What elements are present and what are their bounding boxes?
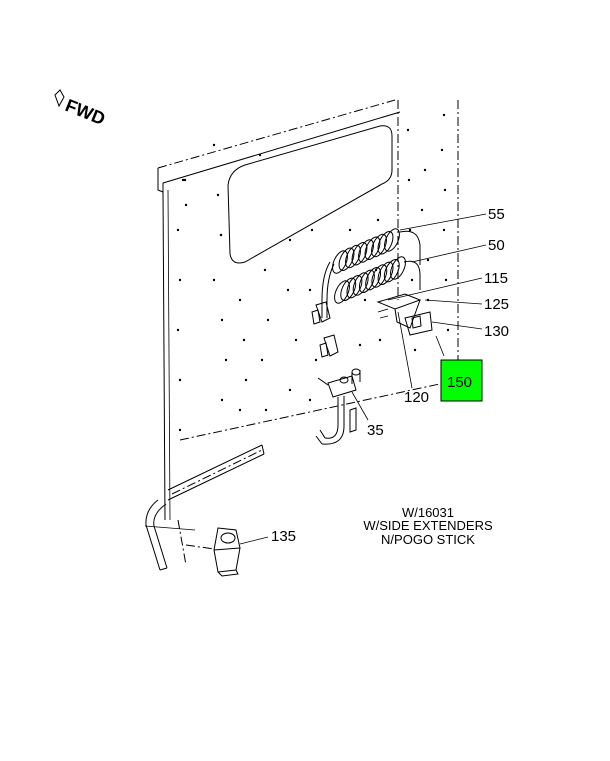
cab-back-panel	[157, 99, 459, 521]
panel-rivets	[176, 113, 450, 432]
callout-130: 130	[484, 323, 509, 340]
note-line-2: W/SIDE EXTENDERS	[363, 518, 493, 533]
fwd-orientation-marker: FWD	[54, 89, 108, 129]
callout-150-highlight[interactable]: 150	[440, 359, 483, 402]
gladhand-connectors	[311, 301, 339, 358]
callout-125: 125	[484, 296, 509, 313]
callout-55: 55	[488, 206, 505, 223]
lower-rail	[144, 444, 265, 571]
fwd-label: FWD	[63, 95, 108, 129]
callout-150: 150	[447, 374, 472, 391]
valve-fitting	[315, 368, 361, 445]
callout-115: 115	[484, 270, 508, 287]
note-line-3: N/POGO STICK	[381, 532, 475, 547]
coil-line-upper	[332, 228, 400, 274]
clip-part-135	[185, 527, 241, 577]
callout-35: 35	[367, 422, 384, 439]
air-coil-lines	[321, 228, 421, 318]
configuration-note: W/16031 W/SIDE EXTENDERS N/POGO STICK	[363, 505, 493, 547]
support-bracket-assembly	[376, 293, 433, 336]
callout-120: 120	[404, 389, 429, 406]
note-line-1: W/16031	[402, 505, 454, 520]
fwd-arrow-icon	[54, 89, 65, 108]
coil-line-lower	[334, 256, 406, 304]
leader-lines	[239, 213, 487, 545]
callout-50: 50	[488, 237, 505, 254]
callout-135: 135	[271, 528, 296, 545]
